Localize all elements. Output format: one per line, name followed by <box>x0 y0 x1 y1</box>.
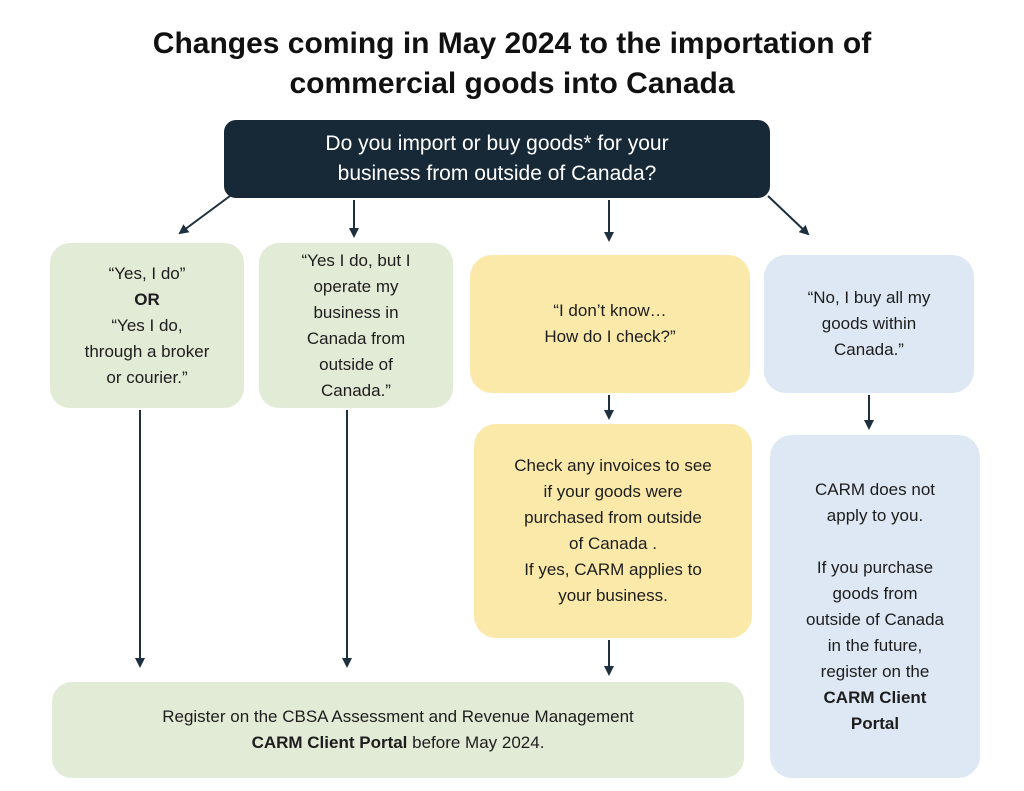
answer-outside-line-2: operate my <box>313 276 399 296</box>
title-line-1: Changes coming in May 2024 to the import… <box>152 27 872 60</box>
answer-no-line-2: goods within <box>821 314 917 333</box>
answer-yes-line-2: “Yes I do, <box>111 315 183 335</box>
check-line-1: Check any invoices to see <box>514 456 712 475</box>
carm-line-4: goods from <box>832 583 918 603</box>
check-line-4: of Canada . <box>569 534 657 553</box>
answer-yes-line-1: “Yes, I do” <box>108 263 186 283</box>
answer-yes-or: OR <box>134 289 160 309</box>
carm-line-3: If you purchase <box>816 557 934 577</box>
question-line-2: business from outside of Canada? <box>337 162 657 185</box>
title-line-2: commercial goods into Canada <box>289 67 735 100</box>
check-line-2: if your goods were <box>543 482 683 501</box>
answer-dont-know-line-2: How do I check?” <box>544 327 676 346</box>
answer-yes-box: “Yes, I do” OR “Yes I do, through a brok… <box>50 243 244 408</box>
register-deadline: before May 2024. <box>407 733 545 752</box>
arrow-question-to-yes <box>178 195 231 235</box>
carm-line-9: Portal <box>850 713 900 733</box>
carm-line-7: register on the <box>820 661 930 681</box>
check-line-3: purchased from outside <box>524 508 702 527</box>
answer-outside-line-5: outside of <box>319 354 393 374</box>
register-box: Register on the CBSA Assessment and Reve… <box>52 682 744 778</box>
carm-line-5: outside of Canada <box>806 609 944 629</box>
check-invoices-box: Check any invoices to see if your goods … <box>474 424 752 638</box>
answer-dont-know-line-1: “I don’t know… <box>553 301 667 320</box>
carm-not-apply-box: CARM does not apply to you. If you purch… <box>770 435 980 778</box>
answer-outside-line-4: Canada from <box>306 328 406 348</box>
diagram-title: Changes coming in May 2024 to the import… <box>0 24 1024 104</box>
answer-outside-line-3: business in <box>313 302 399 322</box>
arrow-question-to-no <box>767 195 810 236</box>
answer-no-line-1: “No, I buy all my <box>807 288 931 307</box>
carm-line-8: CARM Client <box>823 687 927 707</box>
question-line-1: Do you import or buy goods* for your <box>325 132 669 155</box>
check-line-6: your business. <box>558 586 668 605</box>
register-portal-name: CARM Client Portal <box>251 733 408 752</box>
register-line-1: Register on the CBSA Assessment and Reve… <box>162 707 634 726</box>
carm-line-1: CARM does not <box>815 479 935 499</box>
answer-no-line-3: Canada.” <box>834 340 904 359</box>
answer-yes-line-4: or courier.” <box>106 367 188 387</box>
answer-dont-know-box: “I don’t know… How do I check?” <box>470 255 750 393</box>
carm-line-2: apply to you. <box>826 505 924 525</box>
answer-outside-box: “Yes I do, but I operate my business in … <box>259 243 453 408</box>
answer-outside-line-1: “Yes I do, but I <box>301 250 411 270</box>
question-box: Do you import or buy goods* for your bus… <box>224 120 770 198</box>
answer-outside-line-6: Canada.” <box>321 380 391 400</box>
answer-no-box: “No, I buy all my goods within Canada.” <box>764 255 974 393</box>
carm-line-6: in the future, <box>827 635 923 655</box>
answer-yes-line-3: through a broker <box>84 341 210 361</box>
check-line-5: If yes, CARM applies to <box>524 560 702 579</box>
register-line-2: CARM Client Portal before May 2024. <box>252 730 545 756</box>
